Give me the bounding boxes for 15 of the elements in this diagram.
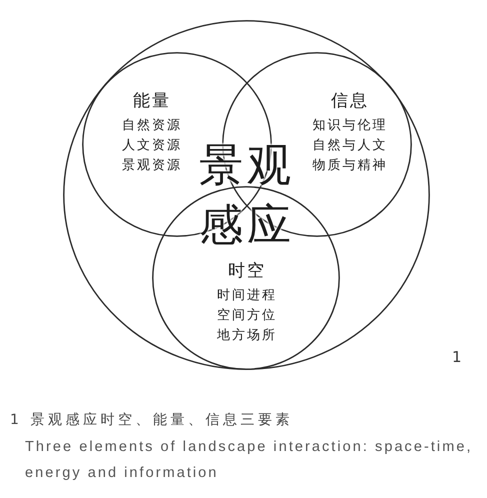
list-item: 自然与人文 <box>312 138 388 154</box>
caption: 1 景观感应时空、能量、信息三要素 <box>10 411 293 429</box>
list-item: 空间方位 <box>217 308 277 324</box>
caption-translation: Three elements of landscape interaction: space-time, energy and information <box>25 438 474 483</box>
list-item: 知识与伦理 <box>312 118 388 134</box>
list-item: 地方场所 <box>217 328 277 344</box>
list-item: 景观资源 <box>122 158 182 174</box>
list-item: 物质与精神 <box>312 158 388 174</box>
list-item: 时间进程 <box>217 288 277 304</box>
list-item: 自然资源 <box>122 118 182 134</box>
list-item: 人文资源 <box>122 138 182 154</box>
figure-number: 1 <box>452 348 462 366</box>
circle-heading: 能量 <box>133 90 171 112</box>
circle-heading: 时空 <box>228 260 266 282</box>
circle-heading: 信息 <box>331 90 369 112</box>
